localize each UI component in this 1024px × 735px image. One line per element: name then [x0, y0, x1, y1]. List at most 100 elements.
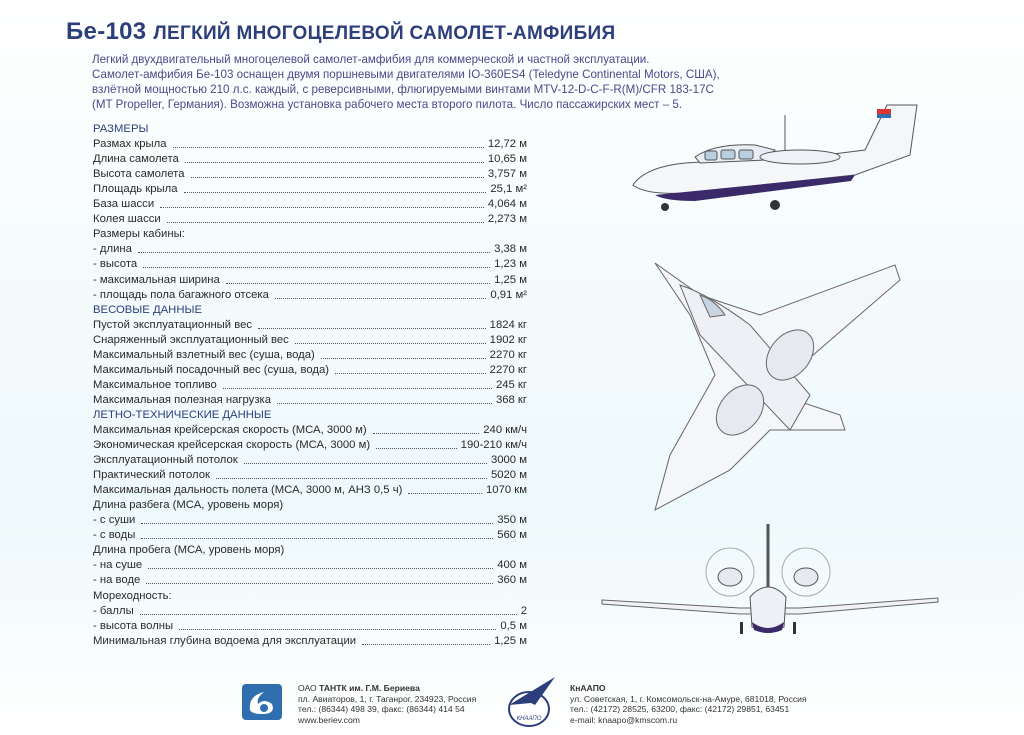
- spec-value: 360 м: [497, 574, 527, 587]
- spec-row: - с воды 560 м: [93, 528, 527, 543]
- spec-value: 368 кг: [495, 393, 527, 406]
- company-prefix: ОАО: [298, 683, 320, 693]
- dot-leader: [184, 162, 484, 164]
- spec-value: 560 м: [497, 529, 527, 542]
- spec-label: Пустой эксплуатационный вес: [93, 318, 253, 331]
- spec-row: Максимальный посадочный вес (суша, вода)…: [93, 363, 527, 378]
- spec-value: 1,25 м: [494, 273, 527, 286]
- company-name: ТАНТК им. Г.М. Бериева: [319, 683, 420, 693]
- dot-leader: [335, 372, 486, 374]
- knaapo-logo: КНААПО: [508, 677, 555, 727]
- spec-label: Минимальная глубина водоема для эксплуат…: [93, 634, 357, 647]
- spec-value: 5020 м: [490, 469, 527, 482]
- dot-leader: [190, 177, 484, 179]
- spec-value: 1,25 м: [494, 634, 527, 647]
- spec-subheading: Длина разбега (МСА, уровень моря): [93, 498, 527, 513]
- spec-label: - на воде: [93, 574, 141, 587]
- spec-row: Максимальный взлетный вес (суша, вода)22…: [93, 348, 527, 363]
- spec-label: Максимальная полезная нагрузка: [93, 393, 271, 406]
- section-heading: РАЗМЕРЫ: [93, 122, 527, 137]
- spec-value: 1824 кг: [489, 318, 527, 331]
- spec-label: Площадь крыла: [93, 183, 178, 196]
- spec-value: 10,65 м: [487, 153, 527, 166]
- intro-line: Легкий двухдвигательный многоцелевой сам…: [92, 53, 650, 66]
- dot-leader: [160, 207, 484, 209]
- spec-value: 2270 кг: [489, 363, 527, 376]
- spec-label: - площадь пола багажного отсека: [93, 288, 269, 301]
- dot-leader: [172, 147, 484, 149]
- dot-leader: [141, 538, 494, 540]
- intro-line: Самолет-амфибия Бе-103 оснащен двумя пор…: [92, 68, 720, 81]
- spec-value: 25,1 м²: [490, 183, 527, 196]
- spec-label: Мореходность:: [93, 589, 172, 602]
- spec-value: 4,064 м: [487, 198, 527, 211]
- spec-value: 2270 кг: [489, 348, 527, 361]
- spec-label: База шасси: [93, 198, 155, 211]
- knaapo-contacts: КнААПО ул. Советская, 1, г. Комсомольск-…: [570, 683, 807, 725]
- side-view-drawing: [632, 104, 918, 211]
- spec-value: 3,757 м: [487, 168, 527, 181]
- company-email[interactable]: e-mail: knaapo@kmscom.ru: [570, 714, 678, 725]
- spec-label: - высота волны: [93, 619, 174, 632]
- dot-leader: [222, 387, 492, 389]
- spec-subheading: Мореходность:: [93, 588, 527, 603]
- spec-row: Пустой эксплуатационный вес 1824 кг: [93, 318, 527, 333]
- company-name: КнААПО: [570, 683, 606, 693]
- dot-leader: [139, 613, 517, 615]
- knaapo-logo-text: КНААПО: [517, 716, 542, 722]
- spec-label: - высота: [93, 258, 138, 271]
- spec-label: ЛЕТНО-ТЕХНИЧЕСКИЕ ДАННЫЕ: [93, 408, 272, 421]
- spec-row: Максимальная дальность полета (МСА, 3000…: [93, 483, 527, 498]
- spec-value: 190-210 км/ч: [460, 439, 527, 452]
- model-name: Бе-103: [66, 18, 147, 45]
- spec-label: Размах крыла: [93, 138, 167, 151]
- spec-row: Практический потолок 5020 м: [93, 468, 527, 483]
- spec-subheading: Длина пробега (МСА, уровень моря): [93, 543, 527, 558]
- dot-leader: [277, 402, 492, 404]
- spec-row: - на воде 360 м: [93, 573, 527, 588]
- beriev-contacts: ОАО ТАНТК им. Г.М. Бериева пл. Авиаторов…: [298, 683, 476, 725]
- spec-label: Максимальная крейсерская скорость (МСА, …: [93, 423, 367, 436]
- page-title: Бе-103 ЛЕГКИЙ МНОГОЦЕЛЕВОЙ САМОЛЕТ-АМФИБ…: [66, 18, 615, 46]
- dot-leader: [143, 267, 491, 269]
- dot-leader: [141, 523, 494, 525]
- spec-subheading: Размеры кабины:: [93, 227, 527, 242]
- dot-leader: [179, 628, 497, 630]
- spec-label: - максимальная ширина: [93, 273, 220, 286]
- spec-value: 3,38 м: [494, 243, 527, 256]
- dot-leader: [372, 432, 480, 434]
- spec-label: Максимальное топливо: [93, 378, 217, 391]
- company-address: ул. Советская, 1, г. Комсомольск-на-Амур…: [570, 693, 807, 704]
- spec-label: Максимальная дальность полета (МСА, 3000…: [93, 484, 403, 497]
- dot-leader: [408, 493, 483, 495]
- spec-row: Экономическая крейсерская скорость (МСА,…: [93, 438, 527, 453]
- top-view-drawing: [654, 262, 901, 511]
- spec-label: - с воды: [93, 529, 136, 542]
- spec-label: Колея шасси: [93, 213, 161, 226]
- spec-label: Снаряженный эксплуатационный вес: [93, 333, 289, 346]
- model-subtitle: ЛЕГКИЙ МНОГОЦЕЛЕВОЙ САМОЛЕТ-АМФИБИЯ: [153, 23, 616, 44]
- section-heading: ЛЕТНО-ТЕХНИЧЕСКИЕ ДАННЫЕ: [93, 408, 527, 423]
- company-website[interactable]: www.beriev.com: [298, 714, 360, 725]
- spec-value: 400 м: [497, 559, 527, 572]
- dot-leader: [183, 192, 487, 194]
- section-heading: ВЕСОВЫЕ ДАННЫЕ: [93, 303, 527, 318]
- spec-value: 350 м: [497, 514, 527, 527]
- spec-label: Практический потолок: [93, 469, 210, 482]
- dot-leader: [320, 357, 486, 359]
- spec-label: Эксплуатационный потолок: [93, 454, 238, 467]
- dot-leader: [146, 583, 494, 585]
- company-address: пл. Авиаторов, 1, г. Таганрог, 234923, Р…: [298, 693, 477, 704]
